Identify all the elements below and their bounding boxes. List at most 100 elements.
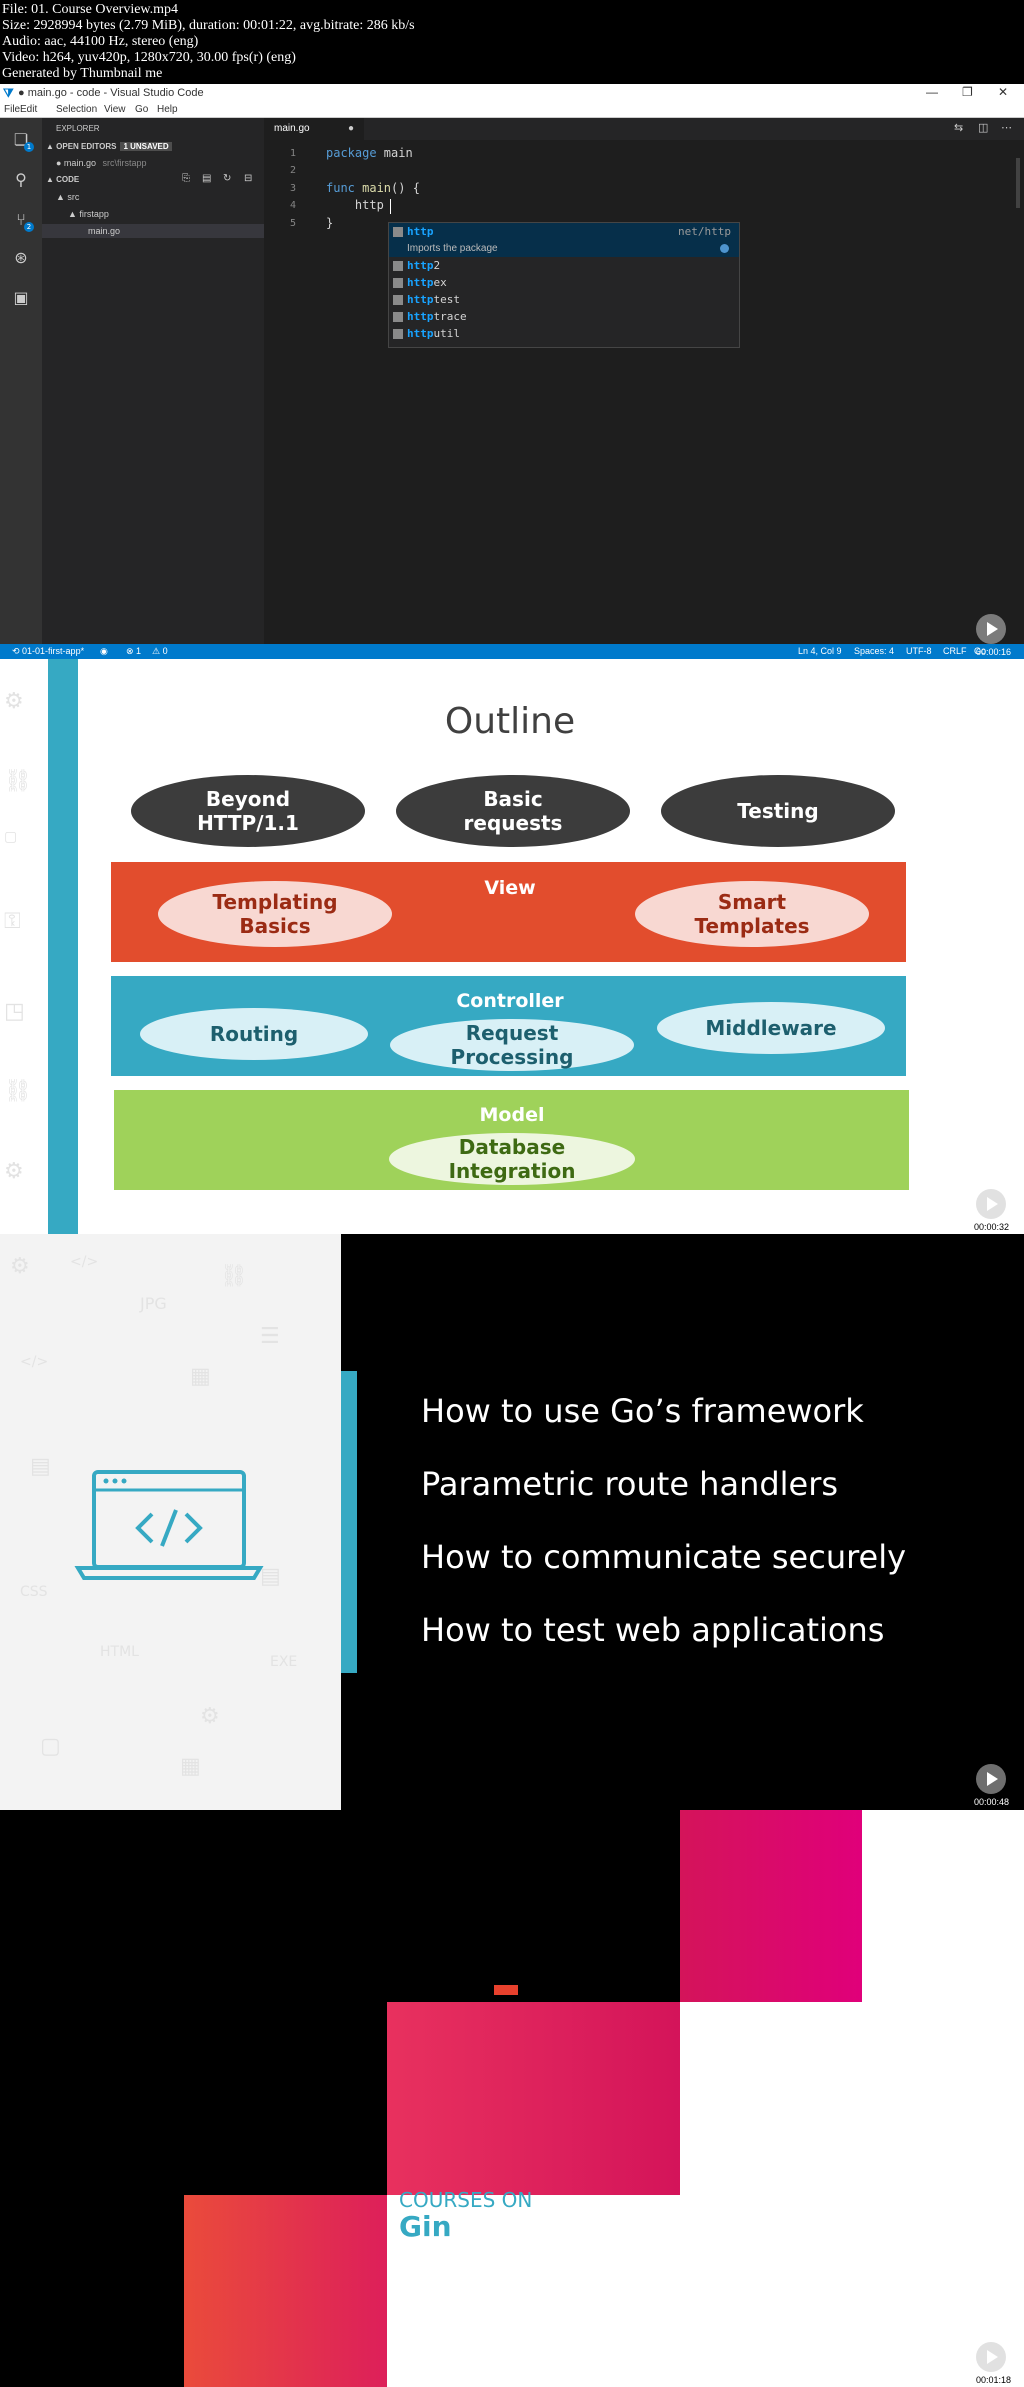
tab-label: main.go bbox=[274, 123, 310, 134]
play-watermark-icon bbox=[976, 2342, 1006, 2372]
code-line-3: func main() { bbox=[326, 181, 420, 195]
new-folder-icon[interactable]: ▤ bbox=[202, 173, 212, 184]
restore-icon[interactable]: ❐ bbox=[962, 85, 973, 99]
background-pattern-icon: ▦ bbox=[190, 1364, 211, 1389]
bullet-item: How to use Go’s framework bbox=[421, 1392, 864, 1430]
frame-timestamp: 00:01:18 bbox=[976, 2375, 1012, 2385]
pill-testing: Testing bbox=[661, 775, 895, 847]
tab-main-go[interactable]: main.go ● bbox=[264, 118, 364, 140]
background-pattern-icon: </> bbox=[20, 1354, 49, 1370]
source-control-icon[interactable]: ⑂ bbox=[16, 210, 26, 229]
background-pattern-icon: ▢ bbox=[4, 829, 18, 845]
indentation[interactable]: Spaces: 4 bbox=[854, 646, 895, 656]
encoding[interactable]: UTF-8 bbox=[906, 646, 932, 656]
accent-dash bbox=[494, 1985, 518, 1995]
play-watermark-icon bbox=[976, 1189, 1006, 1219]
menu-selection[interactable]: Selection bbox=[56, 104, 98, 115]
status-bar: ⟲ 01-01-first-app* ◉ ⊗ 1 ⚠ 0 Ln 4, Col 9… bbox=[0, 644, 1024, 659]
text-cursor bbox=[390, 199, 391, 214]
frame-timestamp: 00:00:48 bbox=[974, 1797, 1010, 1807]
block-black-bottom bbox=[0, 2195, 184, 2387]
pill-routing: Routing bbox=[140, 1008, 368, 1060]
menu-file[interactable]: File bbox=[4, 104, 21, 115]
open-editor-item[interactable]: ● main.go src\firstapp bbox=[56, 156, 147, 170]
frame-timestamp: 00:00:32 bbox=[974, 1222, 1010, 1232]
background-pattern-icon: ⚙ bbox=[4, 1159, 24, 1184]
suggestion-item[interactable]: http2 bbox=[389, 257, 739, 274]
suggestion-item[interactable]: httpex bbox=[389, 274, 739, 291]
code-line-1: package main bbox=[326, 146, 413, 160]
suggestion-item[interactable]: httptrace bbox=[389, 308, 739, 325]
play-watermark-icon bbox=[976, 614, 1006, 644]
explorer-title: EXPLORER bbox=[56, 124, 100, 133]
background-pattern-icon: ⛓ bbox=[220, 1264, 248, 1289]
module-icon bbox=[393, 312, 403, 322]
editor-tabs: main.go ● ⇆ ◫ ⋯ bbox=[264, 118, 1024, 140]
cursor-position[interactable]: Ln 4, Col 9 bbox=[798, 646, 842, 656]
header-line-file: File: 01. Course Overview.mp4 bbox=[2, 2, 179, 17]
suggestion-item[interactable]: httptest bbox=[389, 291, 739, 308]
background-pattern-icon: JPG bbox=[140, 1294, 167, 1313]
suggestion-widget: http net/http Imports the package http2 … bbox=[388, 222, 740, 348]
background-pattern-icon: ⛓ bbox=[4, 1079, 32, 1104]
language-mode[interactable]: Go bbox=[974, 646, 987, 656]
menu-go[interactable]: Go bbox=[135, 104, 149, 115]
code-line-5: } bbox=[326, 216, 334, 230]
line-ending[interactable]: CRLF bbox=[943, 646, 967, 656]
suggestion-item[interactable]: httputil bbox=[389, 325, 739, 342]
unsaved-badge: 1 UNSAVED bbox=[120, 142, 172, 151]
tree-item-main-go[interactable]: main.go bbox=[42, 224, 264, 238]
menu-help[interactable]: Help bbox=[157, 104, 178, 115]
split-editor-icon[interactable]: ◫ bbox=[978, 121, 989, 134]
branch-indicator[interactable]: ⟲ 01-01-first-app* bbox=[12, 646, 85, 656]
menu-edit[interactable]: Edit bbox=[20, 104, 38, 115]
view-label: View bbox=[484, 877, 536, 899]
debug-icon[interactable]: ⊛ bbox=[14, 248, 28, 267]
accent-bar bbox=[341, 1371, 357, 1673]
background-pattern-icon: ⚙ bbox=[4, 689, 24, 714]
laptop-code-icon bbox=[74, 1470, 264, 1580]
module-icon bbox=[393, 261, 403, 271]
eye-icon[interactable]: ◉ bbox=[100, 646, 108, 656]
warning-count[interactable]: ⚠ 0 bbox=[152, 646, 168, 656]
bullet-item: How to communicate securely bbox=[421, 1538, 907, 1576]
refresh-icon[interactable]: ↻ bbox=[223, 173, 232, 184]
extensions-icon[interactable]: ▣ bbox=[13, 288, 29, 307]
scrollbar[interactable] bbox=[1016, 158, 1020, 208]
info-icon[interactable] bbox=[720, 244, 729, 253]
line-number: 3 bbox=[289, 183, 296, 194]
file-info-header: File: 01. Course Overview.mp4 Size: 2928… bbox=[0, 0, 1024, 84]
tree-item-firstapp[interactable]: ▲ firstapp bbox=[68, 209, 109, 219]
module-icon bbox=[393, 227, 403, 237]
error-count[interactable]: ⊗ 1 bbox=[126, 646, 142, 656]
background-pattern-icon: CSS bbox=[20, 1584, 48, 1600]
tree-item-src[interactable]: ▲ src bbox=[56, 192, 80, 202]
search-icon[interactable]: ⚲ bbox=[15, 170, 27, 189]
background-pattern-icon: ⚙ bbox=[10, 1254, 30, 1279]
background-pattern-icon: </> bbox=[70, 1254, 99, 1270]
title-bar: ⧩ ● main.go - code - Visual Studio Code … bbox=[0, 84, 1024, 102]
more-actions-icon[interactable]: ⋯ bbox=[1001, 121, 1012, 134]
menu-view[interactable]: View bbox=[104, 104, 126, 115]
play-watermark-icon bbox=[976, 1764, 1006, 1794]
courses-on-label: COURSES ON bbox=[399, 2188, 533, 2212]
code-folder-section[interactable]: ▲ CODE bbox=[46, 175, 80, 184]
collapse-icon[interactable]: ⊟ bbox=[244, 173, 253, 184]
suggestion-item[interactable]: http net/http bbox=[389, 223, 739, 240]
minimize-icon[interactable]: — bbox=[926, 85, 938, 99]
open-changes-icon[interactable]: ⇆ bbox=[954, 121, 964, 134]
block-magenta-top bbox=[680, 1810, 862, 2002]
background-pattern-icon: ⚿ bbox=[4, 909, 21, 934]
menu-bar: File Edit Selection View Go Help bbox=[0, 102, 1024, 118]
close-icon[interactable]: ✕ bbox=[998, 85, 1009, 99]
module-icon bbox=[393, 295, 403, 305]
new-file-icon[interactable]: ⎘ bbox=[182, 173, 190, 184]
bullet-item: How to test web applications bbox=[421, 1611, 885, 1649]
module-icon bbox=[393, 278, 403, 288]
